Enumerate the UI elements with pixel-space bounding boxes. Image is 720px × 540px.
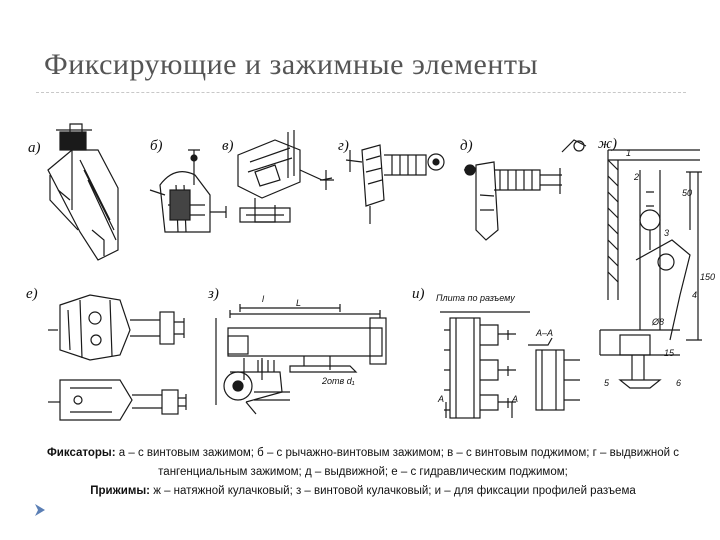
caption-clamps-text: ж – натяжной кулачковый; з – винтовой ку… xyxy=(153,485,636,497)
annotation-dim-zh-4: 15 xyxy=(664,348,675,358)
caption-fixators-heading: Фиксаторы: xyxy=(46,447,116,459)
label-b: б) xyxy=(150,138,163,154)
annotation-dim-z-1: 2отв d₁ xyxy=(321,376,355,386)
annotation-section-mark-left: А xyxy=(437,394,444,404)
drawing-g-tangential-fixator xyxy=(345,144,445,224)
slide-title: Фиксирующие и зажимные элементы xyxy=(44,48,539,81)
label-i: и) xyxy=(412,286,425,302)
annotation-dim-zh-2: 150 xyxy=(700,272,715,282)
label-v: в) xyxy=(222,138,234,154)
annotation-dim-z-2: L xyxy=(296,298,301,308)
drawing-v-screw-push-fixator xyxy=(237,130,334,223)
label-d: д) xyxy=(460,138,473,154)
drawing-i-profile-clamp xyxy=(440,311,580,419)
annotation-num-2: 2 xyxy=(633,172,639,182)
annotation-dim-z-3: l xyxy=(262,294,265,304)
drawing-d-retractable-fixator xyxy=(463,139,587,241)
drawing-z-screw-cam-clamp xyxy=(215,304,387,415)
annotation-num-6: 6 xyxy=(676,378,681,388)
label-zh: ж) xyxy=(598,136,617,152)
annotation-section: А–А xyxy=(535,328,553,338)
annotation-num-3: 3 xyxy=(664,228,669,238)
label-g: г) xyxy=(338,138,349,154)
caption-clamps-heading: Прижимы: xyxy=(90,485,150,497)
annotation-num-5: 5 xyxy=(604,378,610,388)
label-e: е) xyxy=(26,286,38,302)
drawing-b-lever-screw-fixator xyxy=(149,149,227,233)
bullet-arrow-icon xyxy=(35,504,45,516)
annotation-dim-zh-1: 50 xyxy=(682,188,692,198)
annotation-section-mark-right: А xyxy=(511,394,518,404)
annotation-plate: Плита по разъему xyxy=(436,293,515,303)
figure-caption: Фиксаторы: а – с винтовым зажимом; б – с… xyxy=(18,444,708,501)
label-z: з) xyxy=(208,286,219,302)
annotation-dim-zh-3: Ø8 xyxy=(651,317,664,327)
annotation-num-4: 4 xyxy=(692,290,697,300)
label-a: а) xyxy=(28,140,41,156)
drawing-a-screw-clamp-fixator xyxy=(47,123,119,261)
annotation-num-1: 1 xyxy=(626,148,631,158)
drawing-zh-tension-cam-clamp xyxy=(599,149,702,389)
caption-fixators-text: а – с винтовым зажимом; б – с рычажно-ви… xyxy=(118,447,680,478)
drawing-e-hydraulic-fixator xyxy=(48,294,187,421)
title-divider xyxy=(36,92,686,93)
